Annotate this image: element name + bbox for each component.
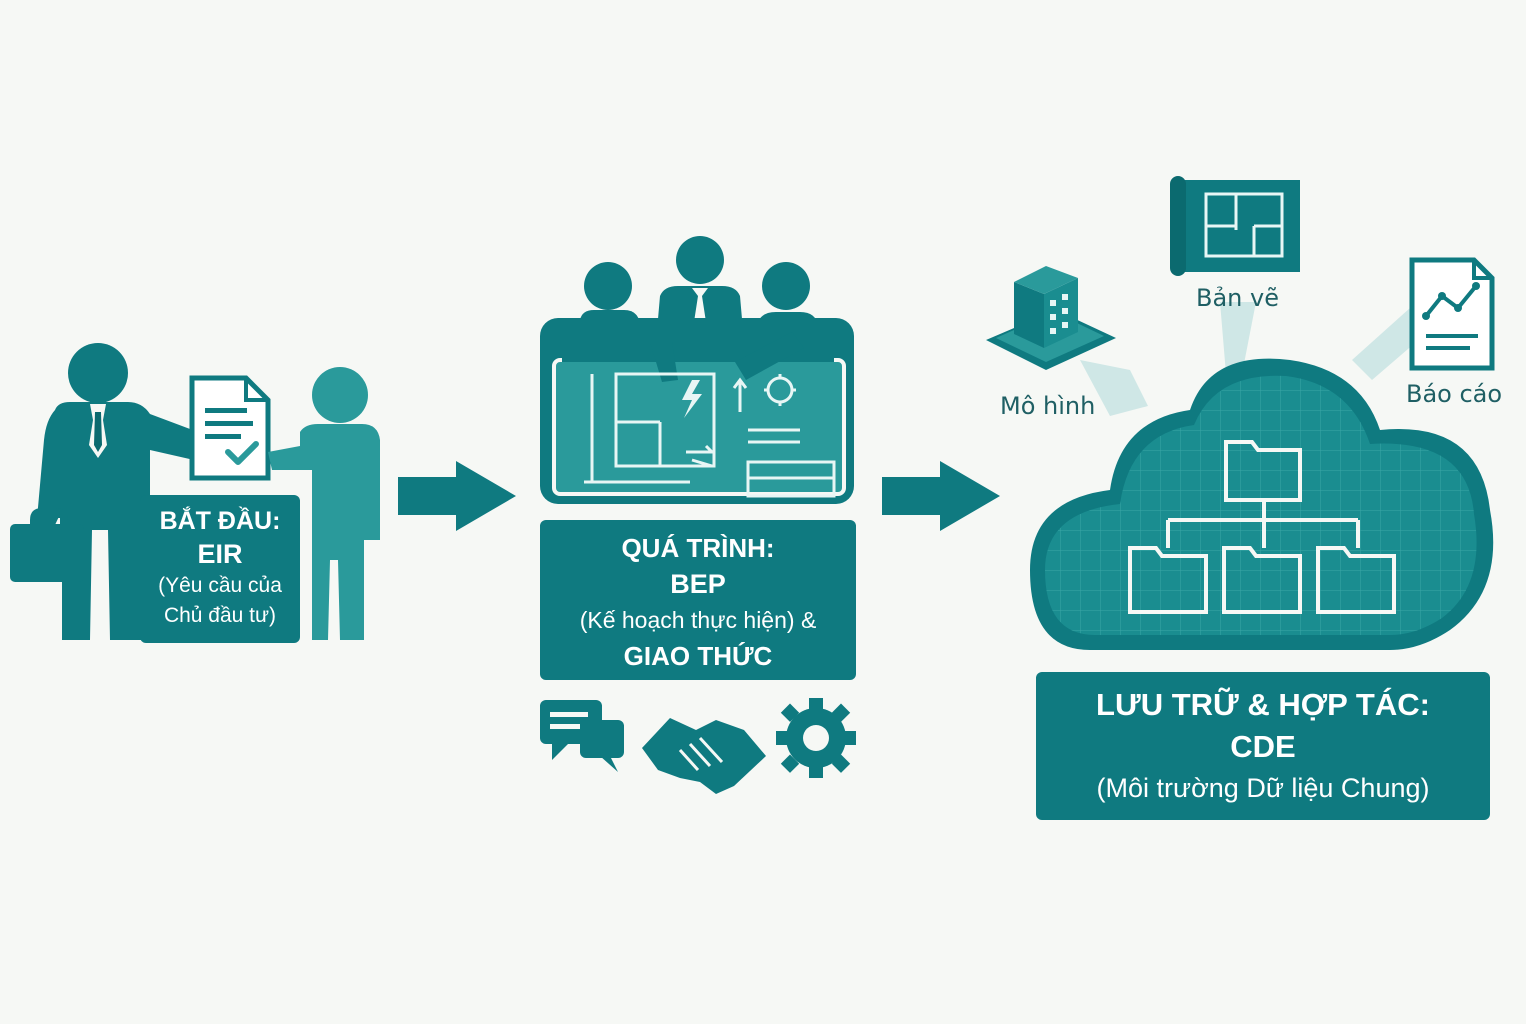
- bep-label-box: QUÁ TRÌNH: BEP (Kế hoạch thực hiện) & GI…: [540, 520, 856, 680]
- arrow-right-icon: [398, 461, 516, 531]
- stage-cde: Mô hình Bản vẽ Báo cáo LƯU TRỮ & HỢP TÁC…: [980, 170, 1520, 830]
- input-label-model: Mô hình: [1000, 392, 1096, 420]
- report-chart-icon: [1409, 257, 1495, 371]
- cde-acronym: CDE: [1230, 729, 1296, 764]
- input-label-report: Báo cáo: [1406, 380, 1503, 408]
- handshake-icon: [642, 718, 766, 794]
- bep-title2: GIAO THỨC: [623, 641, 773, 671]
- document-check-icon: [189, 375, 271, 481]
- cde-label-box: LƯU TRỮ & HỢP TÁC: CDE (Môi trường Dữ li…: [1036, 672, 1490, 820]
- stage-bep: QUÁ TRÌNH: BEP (Kế hoạch thực hiện) & GI…: [530, 230, 870, 794]
- bep-acronym: BEP: [670, 569, 726, 599]
- eir-acronym: EIR: [197, 539, 243, 569]
- chat-icon: [540, 700, 624, 772]
- gear-icon: [776, 698, 856, 778]
- bep-desc: (Kế hoạch thực hiện) &: [579, 607, 817, 633]
- eir-desc-line1: (Yêu cầu của: [158, 574, 282, 597]
- briefcase-icon: [10, 508, 84, 582]
- input-label-drawing: Bản vẽ: [1196, 284, 1279, 312]
- building-icon: [986, 266, 1116, 370]
- stage-eir: BẮT ĐẦU: EIR (Yêu cầu của Chủ đầu tư): [0, 0, 400, 700]
- stage-eir-illustration: [10, 343, 380, 640]
- blueprint-board-icon: [540, 318, 854, 504]
- cde-desc: (Môi trường Dữ liệu Chung): [1096, 773, 1430, 803]
- arrow-right-icon: [882, 461, 1000, 531]
- person-icon: [268, 367, 380, 640]
- bep-title: QUÁ TRÌNH:: [621, 533, 775, 563]
- cde-title: LƯU TRỮ & HỢP TÁC:: [1096, 687, 1430, 722]
- stage-bep-illustration: [540, 236, 856, 794]
- folder-tree-icon: [1128, 440, 1396, 614]
- eir-title: BẮT ĐẦU:: [159, 507, 281, 535]
- eir-label-box: BẮT ĐẦU: EIR (Yêu cầu của Chủ đầu tư): [140, 495, 300, 643]
- eir-desc-line2: Chủ đầu tư): [163, 604, 277, 627]
- cloud-icon: [1030, 358, 1494, 650]
- stage-cde-illustration: [986, 176, 1495, 650]
- floor-plan-icon: [1170, 176, 1300, 276]
